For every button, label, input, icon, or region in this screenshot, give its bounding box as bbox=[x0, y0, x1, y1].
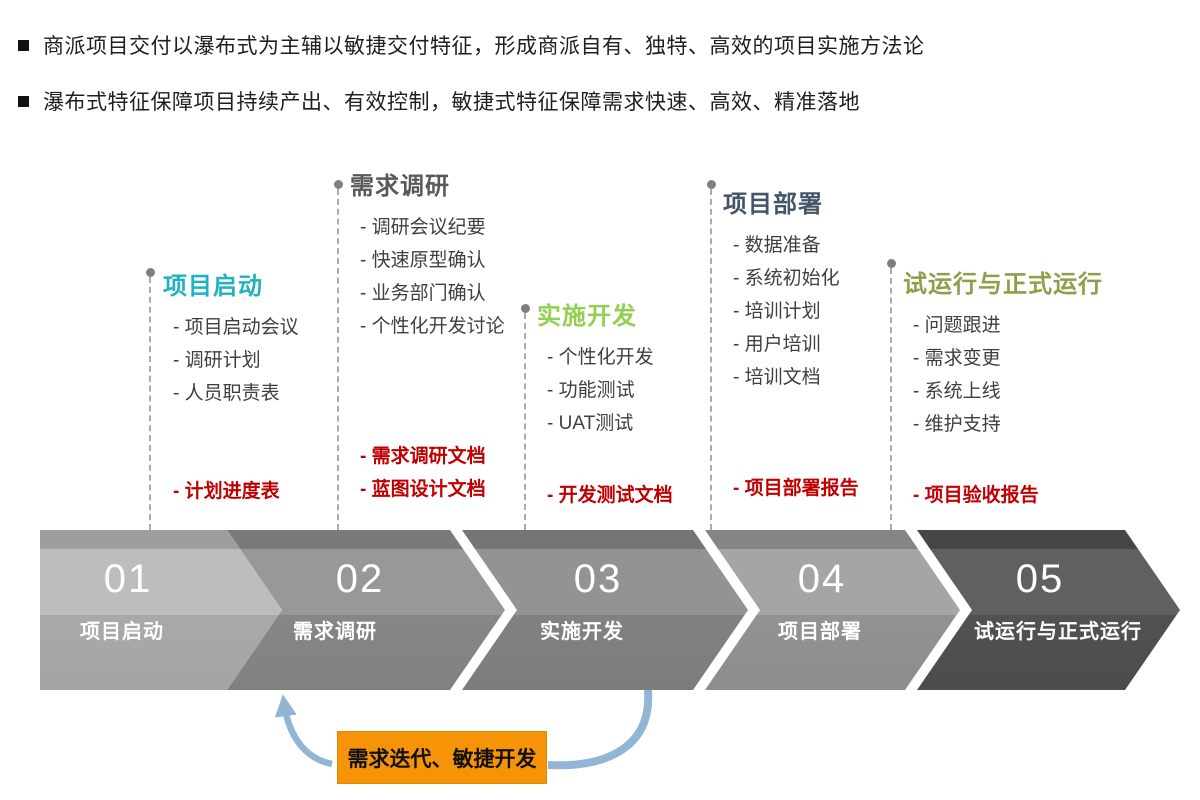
bullet-text-2: 瀑布式特征保障项目持续产出、有效控制，敏捷式特征保障需求快速、高效、精准落地 bbox=[43, 91, 860, 114]
deliverable-item: 开发测试文档 bbox=[547, 479, 673, 512]
phase4-deliverables: 项目部署报告 bbox=[723, 472, 859, 505]
iteration-loop-arrows bbox=[274, 689, 653, 770]
deliverable-item: 需求调研文档 bbox=[360, 440, 486, 473]
phase1-chevron-label: 项目启动 bbox=[80, 619, 164, 643]
iteration-label-box: 需求迭代、敏捷开发 bbox=[337, 731, 547, 784]
phase1-title: 项目启动 bbox=[163, 273, 263, 300]
deliverable-item: 项目部署报告 bbox=[733, 472, 859, 505]
phase4-dot bbox=[707, 180, 716, 189]
chevron-phase3 bbox=[462, 530, 748, 690]
phase1-dashed-line bbox=[149, 277, 151, 530]
phase4-column: 项目部署 数据准备 系统初始化 培训计划 用户培训 培训文档 bbox=[723, 184, 913, 394]
phase4-activity-list: 数据准备 系统初始化 培训计划 用户培训 培训文档 bbox=[723, 229, 913, 394]
phase3-chevron-label: 实施开发 bbox=[540, 619, 624, 643]
phase4-number: 04 bbox=[798, 557, 847, 601]
phase2-number: 02 bbox=[336, 557, 385, 601]
deliverable-item: 计划进度表 bbox=[173, 475, 280, 508]
list-item: 人员职责表 bbox=[173, 377, 353, 410]
phase2-dot bbox=[334, 180, 343, 189]
phase4-chevron-label: 项目部署 bbox=[778, 619, 862, 643]
phase5-chevron-label: 试运行与正式运行 bbox=[974, 619, 1142, 643]
phase5-number: 05 bbox=[1016, 557, 1065, 601]
iteration-label: 需求迭代、敏捷开发 bbox=[347, 747, 537, 771]
deliverable-item: 蓝图设计文档 bbox=[360, 473, 486, 506]
list-item: 快速原型确认 bbox=[360, 244, 540, 277]
square-bullet-icon bbox=[18, 39, 29, 51]
list-item: 系统初始化 bbox=[733, 262, 913, 295]
chevron-phase1 bbox=[40, 530, 282, 690]
list-item: 培训文档 bbox=[733, 361, 913, 394]
phase2-activity-list: 调研会议纪要 快速原型确认 业务部门确认 个性化开发讨论 bbox=[350, 211, 540, 343]
list-item: 功能测试 bbox=[547, 374, 727, 407]
list-item: 需求变更 bbox=[913, 342, 1133, 375]
loop-arrow-from-phase3 bbox=[547, 689, 653, 770]
list-item: 培训计划 bbox=[733, 295, 913, 328]
list-item: 系统上线 bbox=[913, 375, 1133, 408]
list-item: 项目启动会议 bbox=[173, 311, 353, 344]
phase3-column: 实施开发 个性化开发 功能测试 UAT测试 bbox=[537, 296, 727, 440]
phase1-dot bbox=[146, 268, 155, 277]
phase3-dashed-line bbox=[524, 313, 526, 530]
chevron-phase2 bbox=[227, 530, 505, 690]
phase2-title: 需求调研 bbox=[350, 173, 450, 200]
process-chevron-band: 01 02 03 04 05 项目启动 需求调研 实施开发 项目部署 试运行与正… bbox=[40, 530, 1180, 690]
phase5-deliverables: 项目验收报告 bbox=[903, 479, 1039, 512]
list-item: 用户培训 bbox=[733, 328, 913, 361]
phase1-deliverables: 计划进度表 bbox=[163, 475, 280, 508]
chevron-phase4 bbox=[705, 530, 960, 690]
phase2-deliverables: 需求调研文档 蓝图设计文档 bbox=[350, 440, 486, 506]
phase4-title: 项目部署 bbox=[723, 191, 823, 218]
phase1-activity-list: 项目启动会议 调研计划 人员职责表 bbox=[163, 311, 353, 410]
list-item: 维护支持 bbox=[913, 408, 1133, 441]
deliverable-item: 项目验收报告 bbox=[913, 479, 1039, 512]
bullet-statement-2: 瀑布式特征保障项目持续产出、有效控制，敏捷式特征保障需求快速、高效、精准落地 bbox=[18, 86, 860, 116]
phase3-activity-list: 个性化开发 功能测试 UAT测试 bbox=[537, 341, 727, 440]
phase3-deliverables: 开发测试文档 bbox=[537, 479, 673, 512]
phase3-title: 实施开发 bbox=[537, 303, 637, 330]
square-bullet-icon bbox=[18, 95, 29, 107]
phase5-title: 试运行与正式运行 bbox=[903, 271, 1103, 298]
phase2-column: 需求调研 调研会议纪要 快速原型确认 业务部门确认 个性化开发讨论 bbox=[350, 166, 540, 343]
phase1-column: 项目启动 项目启动会议 调研计划 人员职责表 bbox=[163, 266, 353, 410]
list-item: 个性化开发 bbox=[547, 341, 727, 374]
list-item: 个性化开发讨论 bbox=[360, 310, 540, 343]
phase5-column: 试运行与正式运行 问题跟进 需求变更 系统上线 维护支持 bbox=[903, 264, 1133, 441]
list-item: 调研会议纪要 bbox=[360, 211, 540, 244]
bullet-text-1: 商派项目交付以瀑布式为主辅以敏捷交付特征，形成商派自有、独特、高效的项目实施方法… bbox=[43, 35, 925, 58]
chevron-phase5 bbox=[917, 530, 1180, 690]
phase1-number: 01 bbox=[104, 557, 153, 601]
list-item: 数据准备 bbox=[733, 229, 913, 262]
list-item: UAT测试 bbox=[547, 407, 727, 440]
list-item: 问题跟进 bbox=[913, 309, 1133, 342]
list-item: 业务部门确认 bbox=[360, 277, 540, 310]
list-item: 调研计划 bbox=[173, 344, 353, 377]
phase3-number: 03 bbox=[574, 557, 623, 601]
phase5-activity-list: 问题跟进 需求变更 系统上线 维护支持 bbox=[903, 309, 1133, 441]
phase5-dashed-line bbox=[890, 268, 892, 530]
bullet-statement-1: 商派项目交付以瀑布式为主辅以敏捷交付特征，形成商派自有、独特、高效的项目实施方法… bbox=[18, 30, 925, 60]
loop-arrow-to-phase2 bbox=[274, 694, 333, 768]
phase2-chevron-label: 需求调研 bbox=[293, 620, 377, 643]
